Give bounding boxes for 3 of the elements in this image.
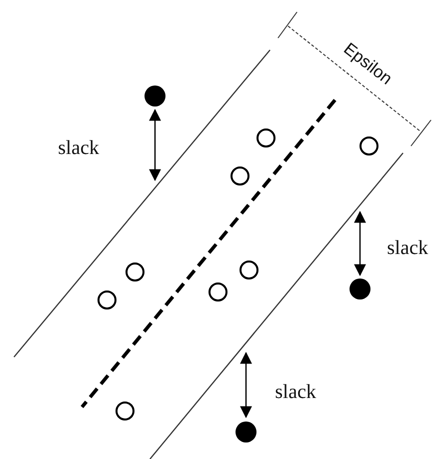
slack-label: slack [275,382,316,402]
slack-label: slack [58,138,100,158]
slack-label: slack [387,238,428,258]
